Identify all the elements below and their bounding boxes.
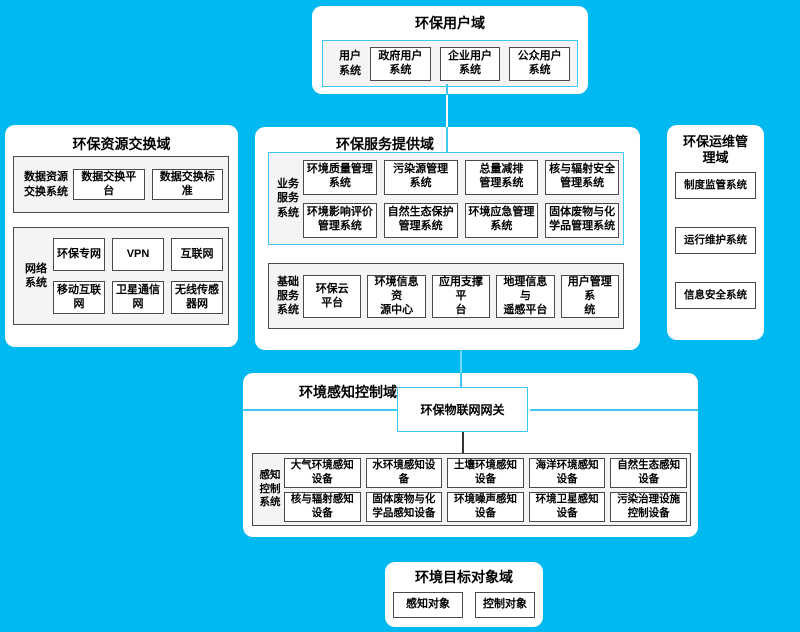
domain-service-provision: 环保服务提供域 业务 服务 系统 环境质量管理 系统 污染源管理 系统 总量减排… [255,127,640,350]
box-nuclear-radiation-sensing-device: 核与辐射感知 设备 [284,491,361,522]
box-env-info-resource-center: 环境信息资 源中心 [367,275,426,319]
connector-user-to-service [446,95,448,127]
box-solid-waste-chemicals-sensing-device: 固体废物与化 学品感知设备 [365,491,443,522]
base-service-items: 环保云 平台 环境信息资 源中心 应用支撑平 台 地理信息与 遥感平台 用户管理… [303,275,619,319]
domain-target-object: 环境目标对象域 感知对象 控制对象 [385,562,543,627]
connector-service-to-sensing [460,350,462,373]
box-vpn: VPN [112,238,164,271]
box-ocean-sensing-device: 海洋环境感知 设备 [528,457,606,488]
box-env-emergency-mgmt-system: 环境应急管理 系统 [464,202,539,238]
base-service-group: 基础 服务 系统 环保云 平台 环境信息资 源中心 应用支撑平 台 地理信息与 … [268,263,624,329]
domain-resource-exchange-title: 环保资源交换域 [72,136,171,152]
domain-operations-maintenance: 环保运维管 理域 制度监管系统 运行维护系统 信息安全系统 [667,125,764,340]
sensing-control-group: 感知 控制 系统 大气环境感知 设备 水环境感知设 备 土壤环境感知 设备 海洋… [252,453,691,526]
box-information-security-system: 信息安全系统 [675,282,756,309]
user-system-group: 用户 系统 政府用户 系统 企业用户 系统 公众用户 系统 [322,40,578,87]
connector-gateway-horizontal-right [530,409,698,411]
connector-service-domain-inner [446,127,448,152]
box-water-sensing-device: 水环境感知设 备 [365,457,443,488]
box-pollution-treatment-control-device: 污染治理设施 控制设备 [610,491,687,522]
network-system-items: 环保专网 VPN 互联网 移动互联 网 卫星通信 网 无线传感 器网 [53,238,223,314]
network-system-group-label: 网络 系统 [25,262,47,289]
box-wireless-sensor-network: 无线传感 器网 [171,281,223,314]
domain-target-object-title: 环境目标对象域 [415,569,513,585]
box-government-user-system: 政府用户 系统 [370,46,431,81]
domain-sensing-control: 环境感知控制域 环保物联网网关 感知 控制 系统 大气环境感知 设备 水环境感知… [243,373,698,537]
box-total-reduction-mgmt-system: 总量减排 管理系统 [464,159,539,195]
network-system-group: 网络 系统 环保专网 VPN 互联网 移动互联 网 卫星通信 网 无线传感 器网 [13,227,229,325]
connector-sensing-domain-inner [460,373,462,388]
business-service-items: 环境质量管理 系统 污染源管理 系统 总量减排 管理系统 核与辐射安全 管理系统… [303,159,619,238]
box-nuclear-radiation-safety-mgmt-system: 核与辐射安全 管理系统 [545,159,619,195]
domain-user: 环保用户域 用户 系统 政府用户 系统 企业用户 系统 公众用户 系统 [312,6,588,94]
box-env-iot-gateway: 环保物联网网关 [397,387,528,432]
box-data-exchange-platform: 数据交换平台 [73,169,145,200]
box-enterprise-user-system: 企业用户 系统 [439,46,501,81]
connector-gateway-to-devices [462,432,464,453]
box-solid-waste-chemicals-mgmt-system: 固体废物与化 学品管理系统 [545,202,619,238]
user-system-items: 政府用户 系统 企业用户 系统 公众用户 系统 [370,46,570,81]
box-user-mgmt-system: 用户管理系 统 [560,275,619,319]
box-internet: 互联网 [171,238,223,271]
box-natural-ecology-sensing-device: 自然生态感知 设备 [610,457,687,488]
box-operation-maintenance-system: 运行维护系统 [675,227,756,254]
box-public-user-system: 公众用户 系统 [509,46,570,81]
domain-service-provision-title: 环保服务提供域 [336,136,434,152]
data-exchange-group: 数据资源 交换系统 数据交换平台 数据交换标准 [13,156,229,213]
box-gis-remote-sensing-platform: 地理信息与 遥感平台 [496,275,555,319]
data-exchange-group-label: 数据资源 交换系统 [24,171,68,198]
box-atmosphere-sensing-device: 大气环境感知 设备 [284,457,361,488]
box-application-support-platform: 应用支撑平 台 [431,275,491,319]
domain-user-title: 环保用户域 [415,15,485,31]
box-soil-sensing-device: 土壤环境感知 设备 [447,457,524,488]
sensing-control-items: 大气环境感知 设备 水环境感知设 备 土壤环境感知 设备 海洋环境感知 设备 自… [284,457,687,522]
box-control-object: 控制对象 [475,592,535,618]
box-institution-supervision-system: 制度监管系统 [675,172,756,199]
domain-operations-maintenance-title: 环保运维管 理域 [682,134,748,166]
box-satellite-network: 卫星通信 网 [112,281,164,314]
business-service-group-label: 业务 服务 系统 [277,178,299,219]
box-env-cloud-platform: 环保云 平台 [303,275,362,319]
box-natural-ecology-protection-mgmt-system: 自然生态保护 管理系统 [383,202,458,238]
box-noise-sensing-device: 环境噪声感知 设备 [447,491,524,522]
box-env-quality-mgmt-system: 环境质量管理 系统 [303,159,377,195]
domain-sensing-control-title: 环境感知控制域 [299,384,397,400]
box-mobile-internet: 移动互联 网 [53,281,105,314]
connector-gateway-horizontal-left [243,409,397,411]
box-pollution-source-mgmt-system: 污染源管理 系统 [383,159,458,195]
base-service-group-label: 基础 服务 系统 [277,275,299,317]
domain-resource-exchange: 环保资源交换域 数据资源 交换系统 数据交换平台 数据交换标准 网络 系统 环保… [5,125,238,347]
sensing-control-group-label: 感知 控制 系统 [259,469,281,509]
business-service-group: 业务 服务 系统 环境质量管理 系统 污染源管理 系统 总量减排 管理系统 核与… [268,152,624,245]
box-env-satellite-sensing-device: 环境卫星感知 设备 [528,491,606,522]
user-system-group-label: 用户 系统 [339,50,361,77]
box-env-impact-assessment-mgmt-system: 环境影响评价 管理系统 [303,202,377,238]
box-env-private-network: 环保专网 [53,238,105,271]
data-exchange-items: 数据交换平台 数据交换标准 [73,169,223,200]
connector-user-domain-inner [446,84,448,95]
box-data-exchange-standard: 数据交换标准 [151,169,223,200]
box-sensing-object: 感知对象 [393,592,463,618]
